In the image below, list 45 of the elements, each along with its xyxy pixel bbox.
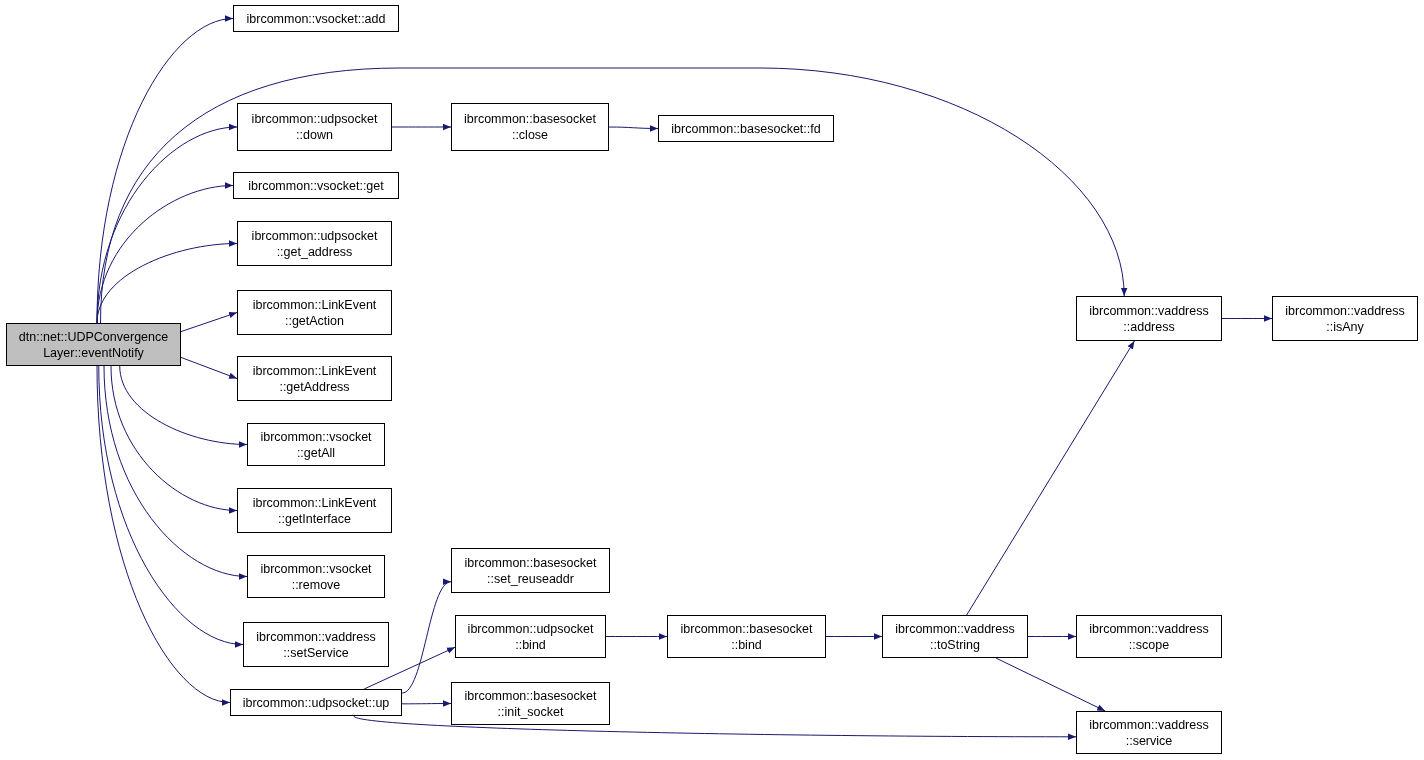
function-box: ibrcommon::udpsocket::up (230, 689, 402, 716)
function-box: ibrcommon::basesocket ::bind (667, 615, 826, 658)
arrow (96, 16, 234, 324)
arrow (110, 365, 238, 514)
arrow (98, 365, 244, 647)
function-box: ibrcommon::LinkEvent ::getAddress (237, 356, 392, 401)
function-box: ibrcommon::vaddress ::setService (243, 622, 389, 667)
arrow (966, 340, 1135, 616)
function-box: ibrcommon::vaddress ::isAny (1272, 296, 1418, 341)
function-box: ibrcommon::vaddress ::toString (882, 615, 1028, 658)
function-box: ibrcommon::basesocket ::init_socket (451, 682, 610, 725)
arrow (96, 240, 238, 324)
function-box: ibrcommon::LinkEvent ::getAction (237, 290, 392, 335)
arrow (391, 123, 452, 131)
function-box: ibrcommon::udpsocket ::get_address (237, 221, 392, 266)
function-box: ibrcommon::basesocket ::set_reuseaddr (451, 548, 610, 593)
arrow (363, 646, 456, 690)
arrow (1221, 315, 1273, 322)
arrow (119, 365, 248, 448)
function-box: ibrcommon::vsocket::add (233, 5, 399, 32)
arrow (825, 633, 883, 640)
arrow (100, 67, 1127, 324)
function-box: ibrcommon::vaddress ::scope (1076, 615, 1222, 658)
function-box: ibrcommon::vsocket ::getAll (247, 423, 385, 466)
arrow (401, 700, 452, 707)
arrow (401, 581, 452, 694)
arrow (995, 657, 1106, 712)
function-box: ibrcommon::basesocket::fd (658, 115, 834, 142)
arrow (180, 312, 238, 333)
arrow (353, 715, 1077, 740)
function-box: ibrcommon::vsocket ::remove (247, 555, 385, 598)
arrow (180, 356, 238, 379)
arrow (103, 365, 248, 579)
arrow (96, 365, 231, 705)
function-box: ibrcommon::udpsocket ::bind (455, 615, 606, 658)
function-box: ibrcommon::basesocket ::close (451, 103, 609, 151)
function-box: ibrcommon::LinkEvent ::getInterface (237, 488, 392, 533)
function-box: ibrcommon::vaddress ::service (1076, 711, 1222, 754)
arrow (1027, 633, 1077, 640)
arrow (608, 125, 659, 132)
function-box: ibrcommon::udpsocket ::down (237, 103, 392, 151)
arrow (605, 633, 668, 640)
function-box-highlighted: dtn::net::UDPConvergence Layer::eventNotify (6, 323, 181, 366)
function-box: ibrcommon::vsocket::get (233, 172, 399, 199)
function-box: ibrcommon::vaddress ::address (1076, 296, 1222, 341)
